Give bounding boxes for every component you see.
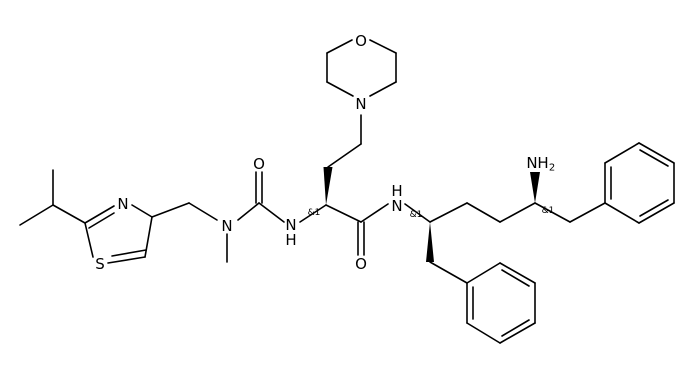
atom-n-urea-methyl: N [221,217,232,235]
atom-nh2-n: N [526,154,537,172]
bond [639,199,669,217]
wedge-bond [530,172,540,203]
bond [429,202,468,223]
bond [569,202,606,223]
bond [501,269,530,287]
atom-nh-urea-n: N [285,216,296,234]
bond [466,262,501,284]
bond [604,142,640,164]
stereo-labels: &1 &1 &1 [308,206,555,220]
atom-nh2-subscript: 2 [549,163,555,174]
stereo-label-amine-carbon: &1 [542,206,555,216]
bond [326,39,353,54]
atom-o-amide: O [355,255,367,273]
atom-n-thiazole: N [117,195,128,213]
bond [144,216,153,258]
bond [131,204,153,218]
atom-nh-amide-n: N [391,197,402,215]
bond [534,202,571,223]
atom-labels: O N O N N H O N H N S N H 2 [95,32,555,273]
atom-o-urea: O [253,155,265,173]
bond [466,202,501,223]
bond [639,149,669,167]
wedge-bond [426,222,434,262]
bond [111,249,147,257]
bond [52,204,86,224]
bond [151,202,190,218]
bond [499,322,536,344]
bonds [19,39,675,344]
bond [604,202,640,224]
bond [258,202,285,223]
bond [638,142,675,164]
stereo-label-amide-carbon: &1 [410,210,423,220]
bond [499,202,536,223]
bond [19,204,54,226]
atom-nh-amide-h: H [391,182,402,200]
bond [326,81,354,97]
wedge-bonds [323,167,540,262]
wedge-bond [323,167,333,205]
bond [237,202,260,221]
bond [327,143,362,168]
bond [88,212,115,229]
bond [360,203,389,223]
bond [466,322,501,344]
atom-s-thiazole: S [95,255,105,273]
atom-n-morpholine: N [355,95,366,113]
bond [325,204,362,223]
bond [107,256,146,264]
bond [404,203,431,223]
bond [188,202,218,221]
stereo-label-alpha: &1 [308,208,321,218]
atom-o-morpholine: O [355,32,367,50]
bond [638,202,675,224]
bond [369,81,397,97]
bond [429,261,468,284]
bond [501,319,530,337]
atom-nh-urea-h: H [285,231,296,249]
bond [369,39,397,54]
bond [84,205,115,224]
atom-nh2-h: H [537,154,548,172]
bond [299,204,327,223]
bond [499,262,536,284]
bond [84,222,94,258]
